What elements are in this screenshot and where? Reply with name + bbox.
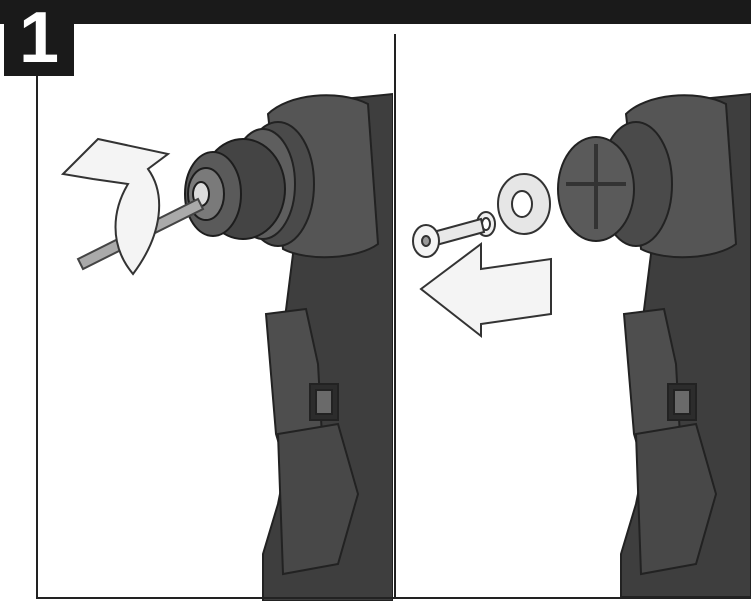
instruction-header-bar: [0, 0, 751, 24]
bolt: [412, 211, 496, 258]
panel-2: [396, 34, 751, 597]
step-number-badge: 1: [4, 0, 74, 76]
tool-head: [557, 94, 738, 259]
panel-1-left-border: [36, 76, 38, 598]
washer-nut: [497, 173, 551, 235]
panel-1-illustration: [60, 92, 393, 601]
panel-bottom-border: [36, 597, 751, 599]
pull-out-arrow-left: [419, 242, 552, 339]
panel-divider: [394, 34, 396, 598]
panel-1: [38, 34, 393, 601]
coupling-nut: [184, 138, 286, 240]
curved-rotate-arrow: [60, 137, 171, 276]
panel-2-illustration: [412, 92, 751, 597]
